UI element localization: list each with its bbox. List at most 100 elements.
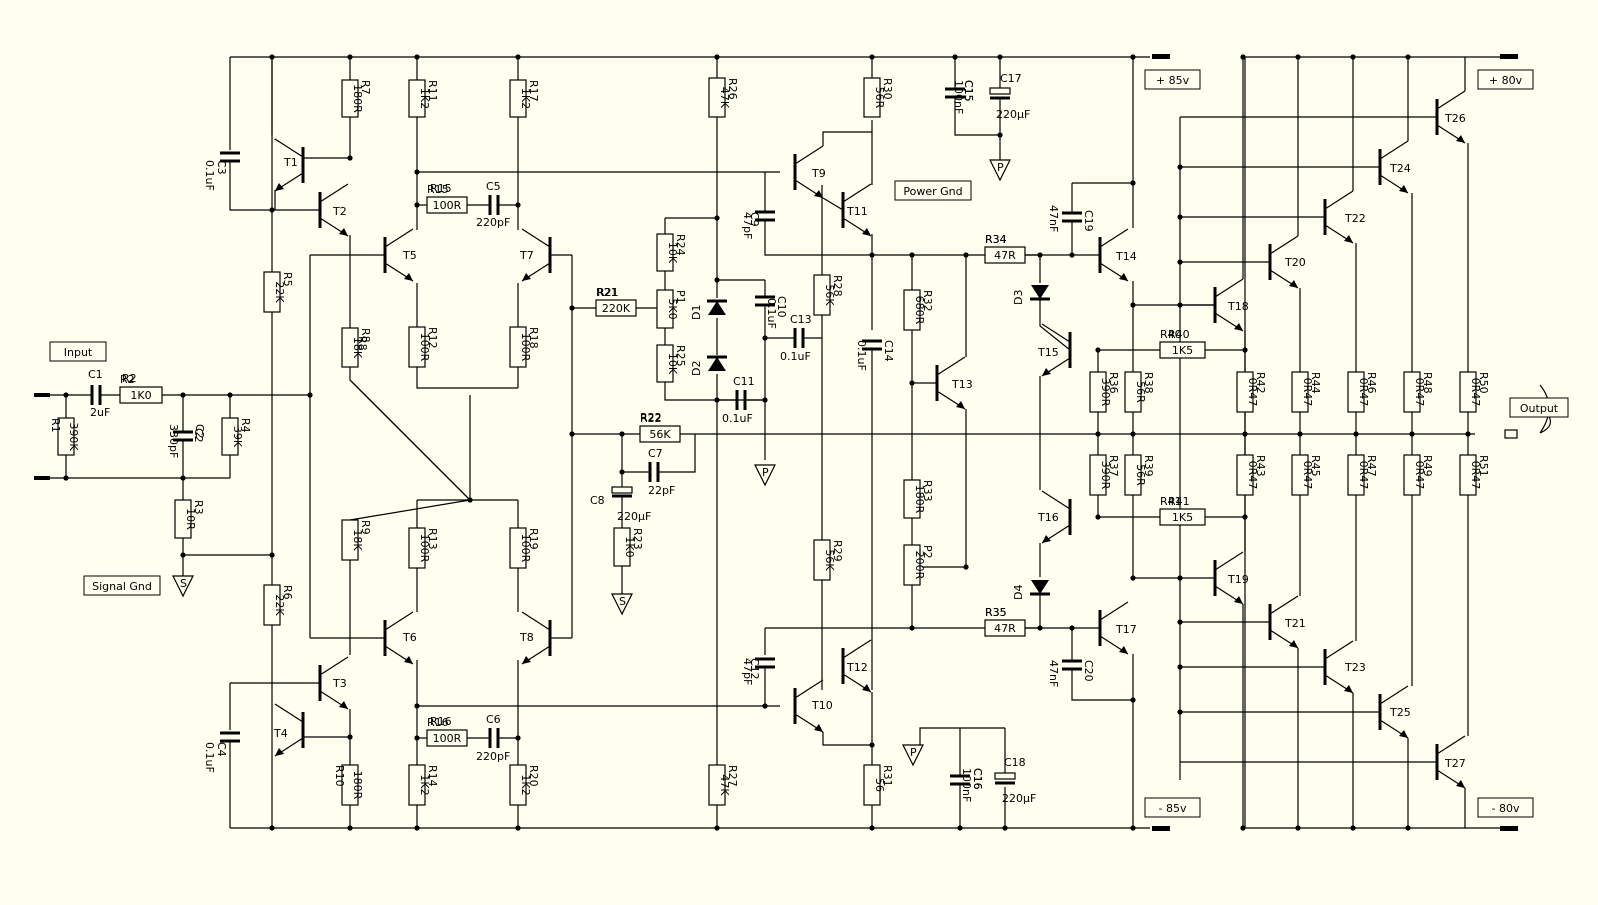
junction-dot bbox=[227, 392, 233, 398]
resistor-r3 bbox=[174, 499, 192, 539]
resistor-p1 bbox=[656, 289, 674, 329]
resistor-r7 bbox=[341, 79, 359, 118]
resistor-r34 bbox=[984, 246, 1026, 264]
junction-dot bbox=[869, 742, 875, 748]
resistor-value: 180R bbox=[351, 84, 364, 113]
resistor-ref: R12 bbox=[426, 327, 439, 349]
resistor-ref: R18 bbox=[527, 327, 540, 349]
junction-dot bbox=[909, 252, 915, 258]
emitter-arrow bbox=[1399, 730, 1408, 738]
resistor-value: 0R47 bbox=[1246, 378, 1259, 407]
junction-dot bbox=[515, 825, 521, 831]
transistor-ref: T10 bbox=[811, 699, 833, 712]
wire bbox=[1071, 669, 1133, 701]
resistor-r35 bbox=[984, 619, 1026, 637]
junction-dot bbox=[1240, 54, 1246, 60]
emitter-arrow bbox=[1042, 368, 1051, 376]
junction-dot bbox=[1177, 709, 1183, 715]
resistor-value: 1K2 bbox=[519, 88, 532, 109]
junction-dot bbox=[1069, 625, 1075, 631]
transistor-lead bbox=[274, 138, 304, 158]
transistor-ref: T13 bbox=[951, 378, 973, 391]
resistor-value: 0R47 bbox=[1301, 461, 1314, 490]
junction-dot bbox=[869, 252, 875, 258]
emitter-arrow bbox=[404, 273, 413, 281]
components bbox=[34, 54, 1569, 831]
junction-dot bbox=[1177, 664, 1183, 670]
resistor-r2 bbox=[119, 386, 163, 404]
resistor-r13 bbox=[408, 527, 426, 569]
emitter-arrow bbox=[1119, 273, 1128, 281]
rail-terminal bbox=[1152, 826, 1170, 831]
transistor-ref: T23 bbox=[1344, 661, 1366, 674]
resistor-r16 bbox=[426, 729, 468, 747]
resistor-value: 18K bbox=[351, 529, 364, 551]
resistor-value: 47K bbox=[718, 774, 731, 796]
resistor-value: 220K bbox=[602, 302, 631, 315]
transistor-lead bbox=[274, 703, 304, 723]
junction-dot bbox=[714, 54, 720, 60]
transistor-lead bbox=[842, 183, 872, 203]
emitter-arrow bbox=[1234, 596, 1243, 604]
junction-dot bbox=[1409, 431, 1415, 437]
ground-terminal bbox=[34, 476, 50, 480]
transistor-ref: T4 bbox=[273, 727, 288, 740]
resistor-value: 1K5 bbox=[1172, 344, 1193, 357]
capacitor-value: 100nF bbox=[952, 80, 965, 114]
junction-dot bbox=[414, 54, 420, 60]
resistor-ref: R32 bbox=[921, 290, 934, 312]
junction-dot bbox=[714, 397, 720, 403]
resistor-ref: R15 bbox=[430, 182, 452, 195]
junction-dot bbox=[347, 54, 353, 60]
resistor-value: 56R bbox=[873, 87, 886, 109]
resistor-value: 1K5 bbox=[1172, 511, 1193, 524]
capacitor-value: 47nF bbox=[1047, 660, 1060, 687]
junction-dot bbox=[269, 54, 275, 60]
capacitor-value: 0.1uF bbox=[203, 160, 216, 191]
junction-dot bbox=[1297, 431, 1303, 437]
junction-dot bbox=[909, 625, 915, 631]
resistor-r9 bbox=[341, 519, 359, 561]
resistor-ref: R10 bbox=[333, 765, 346, 787]
resistor-r42 bbox=[1236, 371, 1254, 413]
junction-dot bbox=[1037, 625, 1043, 631]
resistor-value: 1K2 bbox=[519, 774, 532, 795]
junction-dot bbox=[414, 202, 420, 208]
junction-dot bbox=[63, 475, 69, 481]
junction-dot bbox=[1405, 825, 1411, 831]
resistor-ref: R22 bbox=[640, 412, 662, 425]
transistor-ref: T17 bbox=[1115, 623, 1137, 636]
transistor-ref: T14 bbox=[1115, 250, 1137, 263]
junction-dot bbox=[1240, 825, 1246, 831]
resistor-r39 bbox=[1124, 454, 1142, 496]
junction-dot bbox=[714, 277, 720, 283]
emitter-arrow bbox=[1344, 235, 1353, 243]
resistor-value: 18K bbox=[351, 337, 364, 359]
capacitor-ref: C19 bbox=[1082, 210, 1095, 232]
transistor-lead bbox=[521, 611, 551, 631]
capacitor-c18 bbox=[994, 772, 1016, 780]
emitter-arrow bbox=[275, 748, 284, 756]
resistor-value: 100R bbox=[433, 732, 462, 745]
resistor-ref: R46 bbox=[1365, 372, 1378, 394]
capacitor-ref: C3 bbox=[215, 160, 228, 175]
resistor-ref: R16 bbox=[430, 715, 452, 728]
resistor-ref: R29 bbox=[831, 540, 844, 562]
resistor-ref: R4 bbox=[239, 418, 252, 433]
resistor-ref: R42 bbox=[1254, 372, 1267, 394]
resistor-value: 22K bbox=[273, 594, 286, 616]
capacitor-value: 47pF bbox=[741, 212, 754, 239]
transistor-lead bbox=[1041, 490, 1071, 510]
resistor-ref: R45 bbox=[1309, 455, 1322, 477]
capacitor-value: 220pF bbox=[476, 216, 510, 229]
resistor-ref: R22 bbox=[640, 411, 662, 424]
wire bbox=[822, 197, 844, 211]
resistor-ref: R43 bbox=[1254, 455, 1267, 477]
resistor-ref: R51 bbox=[1477, 455, 1490, 477]
resistor-ref: R27 bbox=[726, 765, 739, 787]
capacitor-value: 47nF bbox=[1047, 205, 1060, 232]
resistor-value: 56K bbox=[649, 428, 671, 441]
resistor-ref: R33 bbox=[921, 480, 934, 502]
input-label bbox=[49, 341, 107, 362]
resistor-ref: R36 bbox=[1107, 372, 1120, 394]
